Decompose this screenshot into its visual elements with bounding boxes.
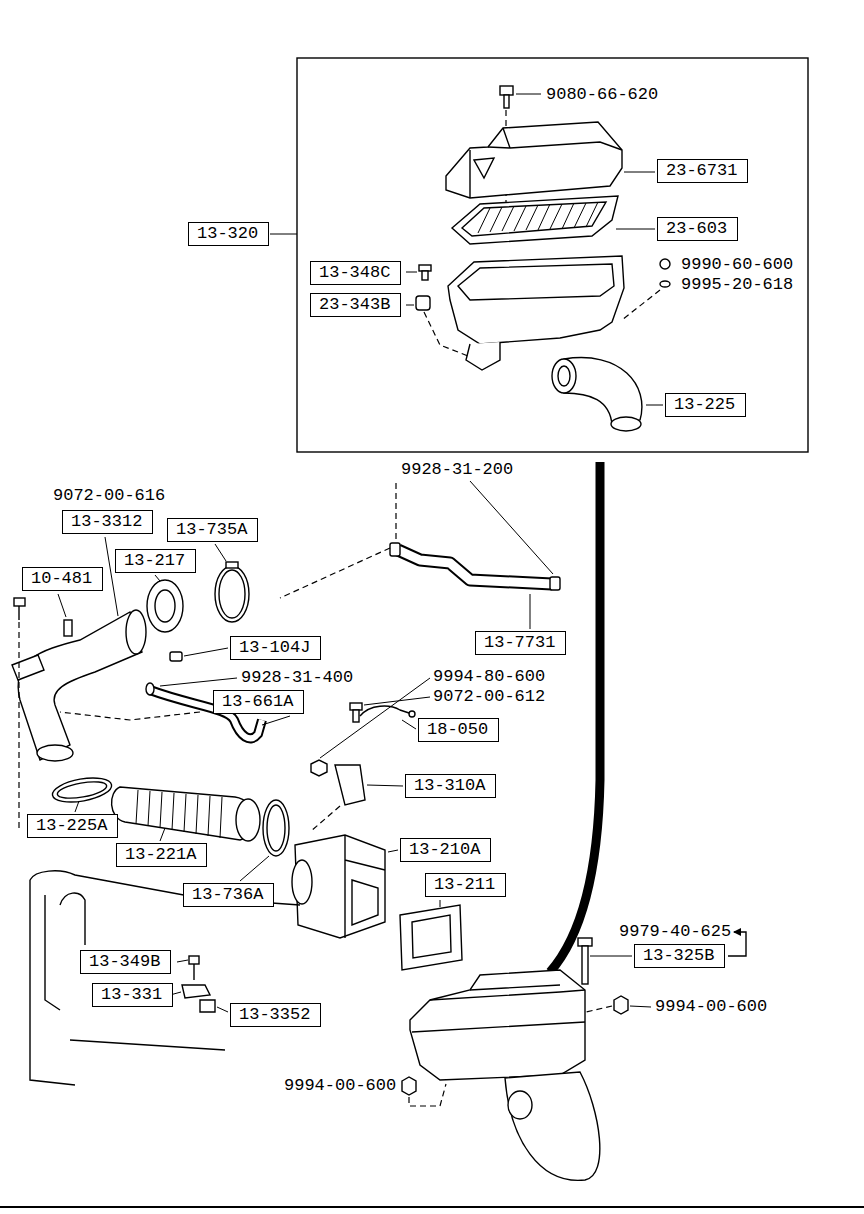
part-number: 13-661A: [222, 692, 295, 712]
assembly-link: [550, 462, 600, 972]
part-number-box: 13-211: [425, 873, 506, 897]
part-number: 18-050: [427, 720, 490, 740]
part-number-label: 9979-40-625: [618, 923, 732, 941]
bracket: [310, 765, 403, 832]
part-number: 13-331: [101, 985, 164, 1005]
part-number: 13-735A: [176, 520, 249, 540]
sensor-bolts: [311, 678, 430, 776]
air-cleaner-assembly: [402, 970, 651, 1180]
part-number: 23-6731: [666, 161, 739, 181]
part-number: 13-736A: [192, 885, 265, 905]
part-number: 13-320: [197, 224, 260, 244]
part-number-box: 13-349B: [80, 950, 171, 974]
part-number-label: 9990-60-600: [680, 256, 794, 274]
inset-frame: [297, 58, 808, 452]
part-number: 13-3352: [239, 1005, 312, 1025]
part-number-box: 13-3352: [230, 1003, 321, 1027]
part-number-label: 9994-80-600: [432, 668, 546, 686]
part-number-box: 13-217: [115, 549, 196, 573]
screw-grommet: [406, 265, 468, 356]
part-number: 13-325B: [643, 946, 716, 966]
part-number: 13-104J: [239, 638, 312, 658]
intake-pipe: [12, 537, 146, 830]
part-number-label: 9994-00-600: [283, 1077, 397, 1095]
part-number-label: 9072-00-612: [432, 688, 546, 706]
part-number-box: 13-320: [188, 222, 269, 246]
part-number: 13-348C: [319, 263, 392, 283]
part-number-box: 13-225A: [27, 814, 118, 838]
part-number-box: 13-331: [92, 983, 173, 1007]
part-number: 13-217: [124, 551, 187, 571]
part-number-box: 13-325B: [634, 944, 725, 968]
part-number-label: 9080-66-620: [545, 86, 659, 104]
clamp: [51, 774, 114, 812]
part-number-box: 13-7731: [475, 631, 566, 655]
engine-outline: [30, 871, 300, 1085]
part-number-box: 13-221A: [116, 843, 207, 867]
part-number: 23-343B: [319, 295, 392, 315]
part-number: 13-221A: [125, 845, 198, 865]
part-number-box: 13-661A: [213, 690, 304, 714]
part-number: 13-310A: [414, 776, 487, 796]
part-number: 13-349B: [89, 952, 162, 972]
part-number: 23-603: [666, 219, 729, 239]
part-number-box: 13-735A: [167, 518, 258, 542]
part-number: 13-211: [434, 875, 497, 895]
part-number-box: 13-348C: [310, 261, 401, 285]
part-number-box: 23-6731: [657, 159, 748, 183]
part-number-box: 13-3312: [62, 510, 153, 534]
part-number-box: 13-225: [665, 393, 746, 417]
part-number: 13-210A: [409, 840, 482, 860]
air-flow-meter: [292, 835, 398, 938]
nut-washer: [622, 259, 670, 320]
part-number: 13-225: [674, 395, 737, 415]
part-number-box: 23-343B: [310, 293, 401, 317]
air-cleaner-case: [448, 256, 663, 431]
bellows-duct: [112, 787, 260, 841]
part-number-box: 13-736A: [183, 883, 274, 907]
part-number-box: 18-050: [418, 718, 499, 742]
part-number: 13-3312: [71, 512, 144, 532]
part-number-box: 10-481: [22, 567, 103, 591]
air-cleaner-cover: [446, 122, 655, 198]
part-number-label: 9928-31-200: [400, 461, 514, 479]
part-number-label: 9994-00-600: [654, 998, 768, 1016]
part-number-box: 23-603: [657, 217, 738, 241]
part-number: 13-225A: [36, 816, 109, 836]
part-number-box: 13-210A: [400, 838, 491, 862]
filter-element: [452, 196, 655, 244]
part-number-label: 9928-31-400: [240, 669, 354, 687]
part-number-label: 9995-20-618: [680, 276, 794, 294]
part-number-box: 13-104J: [230, 636, 321, 660]
gasket: [400, 900, 462, 970]
part-number-label: 9072-00-616: [52, 487, 166, 505]
clamp: [240, 800, 289, 881]
part-number: 13-7731: [484, 633, 557, 653]
part-number-box: 13-310A: [405, 774, 496, 798]
bottom-rule: [0, 1206, 864, 1208]
leader-line: [270, 234, 297, 235]
hose: [60, 481, 560, 720]
part-number: 10-481: [31, 569, 94, 589]
pin: [170, 648, 228, 661]
